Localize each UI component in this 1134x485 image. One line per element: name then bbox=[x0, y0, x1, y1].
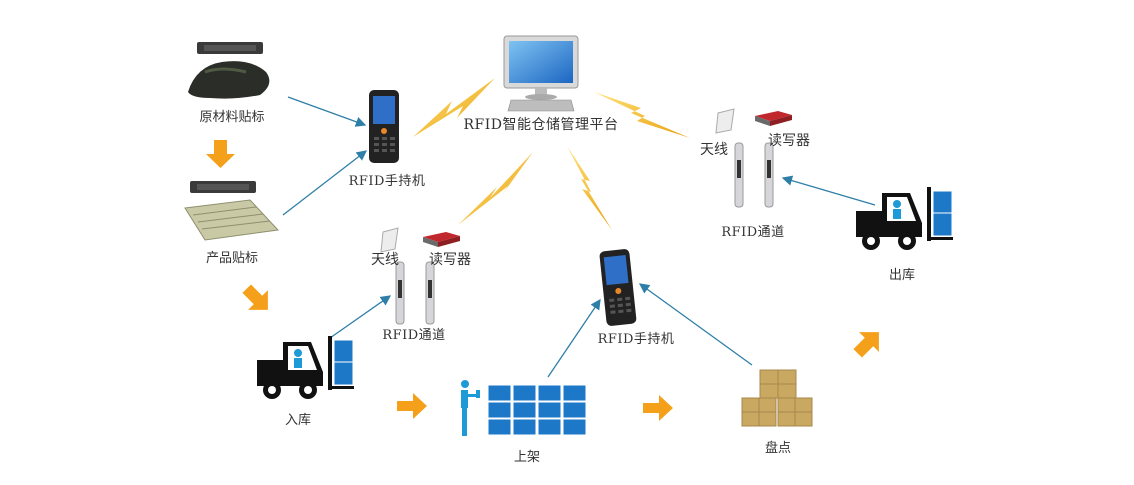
link-outbound-to-channel bbox=[781, 175, 876, 206]
shelf-box bbox=[537, 401, 562, 419]
shelf-box bbox=[537, 384, 562, 402]
handheld-bottom-label: RFID手持机 bbox=[597, 332, 675, 347]
reader-icon bbox=[755, 111, 792, 126]
shelf-box bbox=[562, 384, 587, 402]
rfid-handheld-icon bbox=[599, 249, 637, 326]
outbound-label: 出库 bbox=[888, 268, 916, 283]
reader-icon bbox=[423, 232, 460, 247]
handheld-top-label: RFID手持机 bbox=[348, 174, 426, 189]
shelf-boxes-icon bbox=[461, 380, 587, 436]
link-inventory-to-handheld bbox=[638, 283, 753, 366]
inbound-label: 入库 bbox=[284, 413, 312, 428]
lightning-icon bbox=[413, 78, 495, 137]
forklift-icon bbox=[856, 187, 953, 250]
antenna-label: 天线 bbox=[700, 142, 728, 158]
flow-arrows bbox=[206, 140, 879, 421]
link-product-to-handheld bbox=[282, 150, 368, 216]
shelf-box bbox=[512, 418, 537, 436]
raw-material-tag-icon bbox=[188, 42, 270, 99]
rfid-channel-left bbox=[380, 227, 460, 325]
lightning-icon bbox=[567, 146, 612, 230]
lightning-links bbox=[413, 78, 690, 230]
antenna-icon bbox=[715, 108, 735, 134]
channel-left-label: RFID通道 bbox=[382, 328, 446, 343]
channel-right-label: RFID通道 bbox=[721, 225, 785, 240]
shelf-box bbox=[562, 418, 587, 436]
product-tag-label: 产品贴标 bbox=[205, 251, 259, 266]
shelving-label: 上架 bbox=[513, 450, 541, 465]
flow-arrow-diagonal-icon bbox=[242, 284, 268, 310]
raw-material-tag-label: 原材料贴标 bbox=[199, 110, 265, 125]
flow-arrow-right-icon bbox=[397, 393, 427, 419]
lightning-icon bbox=[458, 152, 533, 225]
shelf-box bbox=[562, 401, 587, 419]
reader-label: 读写器 bbox=[768, 133, 810, 149]
antenna-label: 天线 bbox=[371, 252, 399, 268]
antenna-icon bbox=[380, 227, 399, 253]
inventory-label: 盘点 bbox=[764, 441, 792, 456]
link-shelf-to-handheld bbox=[547, 298, 601, 378]
link-lines bbox=[282, 96, 876, 378]
shelf-box bbox=[487, 418, 512, 436]
product-tag-icon bbox=[184, 181, 280, 241]
shelf-box bbox=[487, 401, 512, 419]
reader-label: 读写器 bbox=[429, 252, 471, 268]
rfid-channel-right bbox=[715, 108, 792, 208]
shelf-box bbox=[512, 384, 537, 402]
link-raw-to-handheld bbox=[287, 96, 367, 127]
platform-label: RFID智能仓储管理平台 bbox=[463, 117, 619, 133]
shelf-box bbox=[537, 418, 562, 436]
desktop-computer-icon bbox=[503, 35, 579, 112]
person-icon bbox=[461, 380, 480, 436]
link-inbound-to-channel bbox=[329, 295, 392, 339]
shelf-box bbox=[512, 401, 537, 419]
flow-arrow-right-icon bbox=[643, 395, 673, 421]
rfid-handheld-icon bbox=[369, 90, 399, 163]
forklift-icon bbox=[257, 336, 354, 399]
shelf-box bbox=[487, 384, 512, 402]
lightning-icon bbox=[594, 92, 690, 138]
cardboard-boxes-icon bbox=[741, 369, 813, 427]
flow-arrow-down-icon bbox=[206, 140, 235, 168]
flow-arrow-up-icon bbox=[853, 332, 879, 358]
